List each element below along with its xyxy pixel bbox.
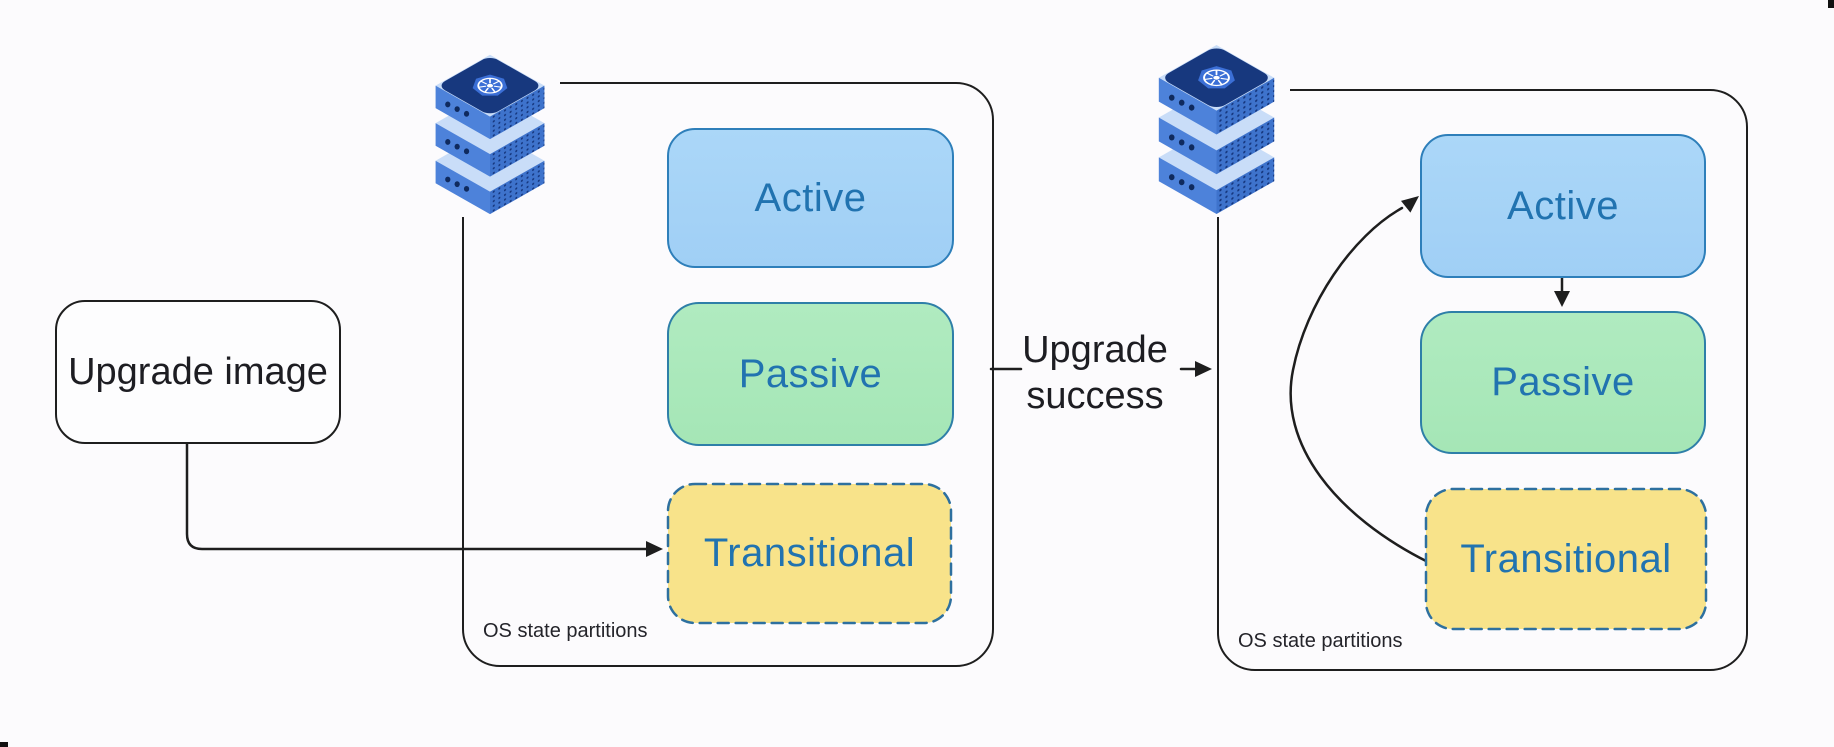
arrowhead-to-transitional — [646, 541, 663, 557]
state-box-passive-right: Passive — [1420, 311, 1706, 454]
state-label-transitional-right: Transitional — [1460, 536, 1672, 581]
state-label-transitional-left: Transitional — [703, 531, 916, 575]
left-partitions-caption: OS state partitions — [483, 620, 648, 642]
arrow-upgrade-image-to-transitional — [185, 439, 648, 551]
screen-artifact-bottom-left — [0, 742, 8, 747]
state-label-passive-right: Passive — [1491, 360, 1635, 404]
arrowhead-upgrade-success — [1195, 361, 1212, 377]
state-box-active-left: Active — [667, 128, 954, 268]
left-os-partitions-container — [462, 82, 994, 667]
state-label-box-transitional-right: Transitional — [1426, 489, 1706, 629]
arrowhead-to-passive — [1554, 291, 1570, 307]
kubernetes-server-stack-icon — [1143, 40, 1290, 217]
right-partitions-caption: OS state partitions — [1238, 630, 1403, 652]
state-label-active-left: Active — [754, 175, 867, 220]
upgrade-image-box: Upgrade image — [55, 300, 341, 444]
state-box-transitional-right — [1424, 487, 1708, 631]
upgrade-success-label: Upgrade success — [1022, 329, 1168, 417]
kubernetes-server-stack-icon — [420, 50, 560, 217]
arrowhead-to-active — [1401, 196, 1419, 213]
left-node-icon-area — [420, 50, 560, 217]
state-box-passive-left: Passive — [667, 302, 954, 446]
state-label-box-transitional-left: Transitional — [668, 484, 951, 623]
upgrade-image-label: Upgrade image — [68, 350, 328, 393]
right-os-partitions-container — [1217, 89, 1748, 671]
arrow-transitional-to-active — [1289, 206, 1430, 564]
right-node-icon-area — [1143, 40, 1290, 217]
state-label-passive-left: Passive — [738, 351, 883, 396]
state-box-transitional-left — [666, 482, 953, 625]
state-label-active-right: Active — [1507, 183, 1619, 228]
screen-artifact-top-right — [1828, 0, 1834, 8]
state-box-active-right: Active — [1420, 134, 1706, 278]
